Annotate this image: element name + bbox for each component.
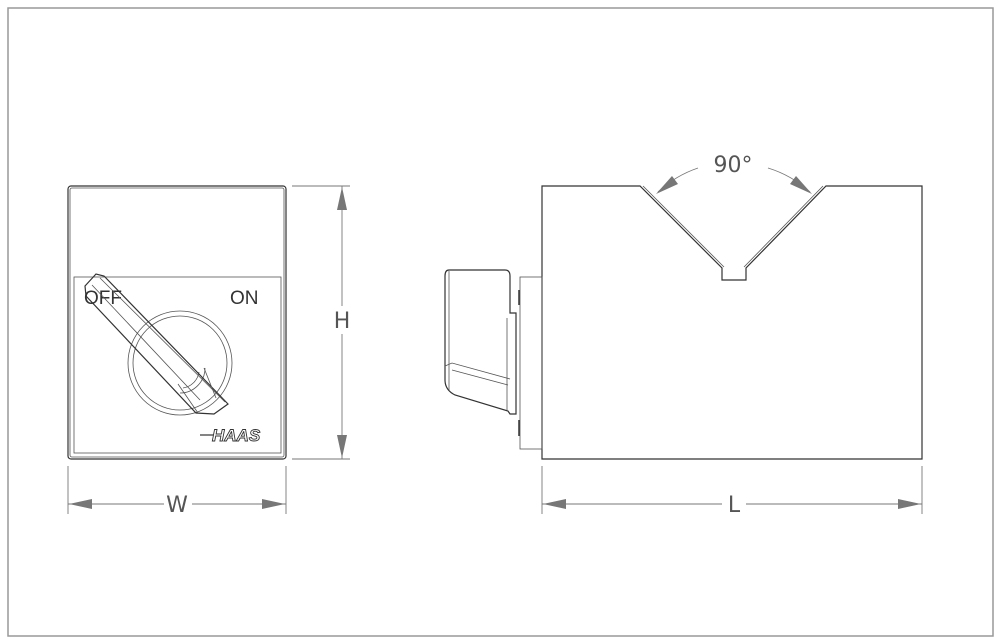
length-label: L: [728, 493, 741, 518]
side-view: [444, 185, 923, 460]
magnet-plate: [519, 276, 543, 450]
on-label: ON: [230, 288, 259, 309]
angle-label: 90°: [714, 153, 753, 178]
switch-handle-icon: [84, 273, 229, 415]
width-label: W: [166, 493, 188, 518]
front-view: OFF ON HAAS: [67, 185, 287, 460]
block-outline: [67, 185, 287, 460]
width-dimension: W: [67, 466, 287, 518]
knob-icon: [127, 310, 233, 416]
height-label: H: [334, 309, 351, 334]
drawing-border: [7, 7, 994, 637]
svg-text:HAAS: HAAS: [212, 426, 261, 445]
angle-dimension: 90°: [656, 153, 812, 194]
haas-logo: HAAS: [200, 426, 261, 445]
v-block-outline: [541, 185, 923, 460]
switch-panel: [73, 276, 282, 454]
height-dimension: H: [292, 185, 351, 460]
length-dimension: L: [541, 466, 923, 518]
off-label: OFF: [84, 288, 122, 309]
side-handle: [444, 269, 517, 415]
